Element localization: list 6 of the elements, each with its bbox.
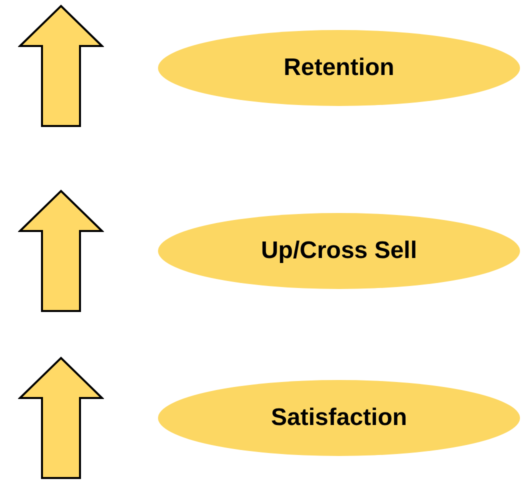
ellipse-node [158, 213, 520, 289]
node-label: Up/Cross Sell [260, 237, 418, 265]
ellipse-node [158, 380, 520, 456]
ellipse-node [158, 30, 520, 106]
node-label: Satisfaction [270, 404, 408, 432]
node-label: Retention [284, 54, 394, 82]
